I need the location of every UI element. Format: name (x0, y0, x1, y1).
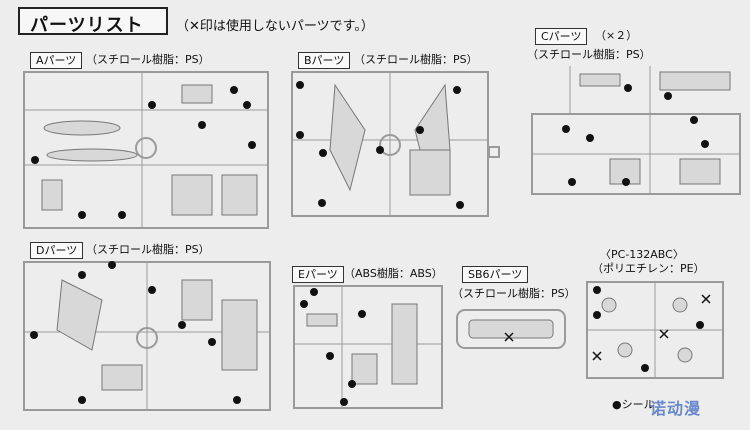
title-box: パーツリスト (18, 7, 168, 36)
a-parts-runner (22, 70, 270, 230)
d-parts-label: Dパーツ (30, 242, 84, 259)
d-parts-material: （スチロール樹脂：PS） (86, 243, 210, 256)
sb6-parts-label: SB6パーツ (462, 266, 529, 283)
c-parts-material: （スチロール樹脂：PS） (527, 48, 651, 61)
c-parts-runner (530, 64, 742, 196)
e-parts-material: （ABS樹脂：ABS） (344, 267, 443, 280)
a-parts-material: （スチロール樹脂：PS） (86, 53, 210, 66)
b-runner-tab (488, 146, 500, 158)
page-title: パーツリスト (30, 15, 144, 36)
c-parts-qty: （×２） (595, 29, 638, 42)
e-parts-label: Eパーツ (292, 266, 344, 283)
unused-parts-note: （✕印は使用しないパーツです。） (176, 19, 374, 34)
e-parts-runner (292, 284, 444, 410)
pc-parts-label: 〈PC-132ABC〉 (600, 248, 684, 261)
pc-parts-material: （ポリエチレン：PE） (592, 262, 705, 275)
b-parts-label: Bパーツ (298, 52, 351, 69)
pc-parts-runner (585, 280, 725, 380)
d-parts-runner (22, 260, 272, 412)
sb6-parts-material: （スチロール樹脂：PS） (452, 287, 576, 300)
sticker-legend: ●シール (612, 398, 655, 411)
b-parts-material: （スチロール樹脂：PS） (354, 53, 478, 66)
sb6-parts-runner (455, 308, 567, 350)
a-parts-label: Aパーツ (30, 52, 83, 69)
c-parts-label: Cパーツ (535, 28, 588, 45)
b-parts-runner (290, 70, 490, 218)
watermark: 诺动漫 (650, 399, 702, 418)
